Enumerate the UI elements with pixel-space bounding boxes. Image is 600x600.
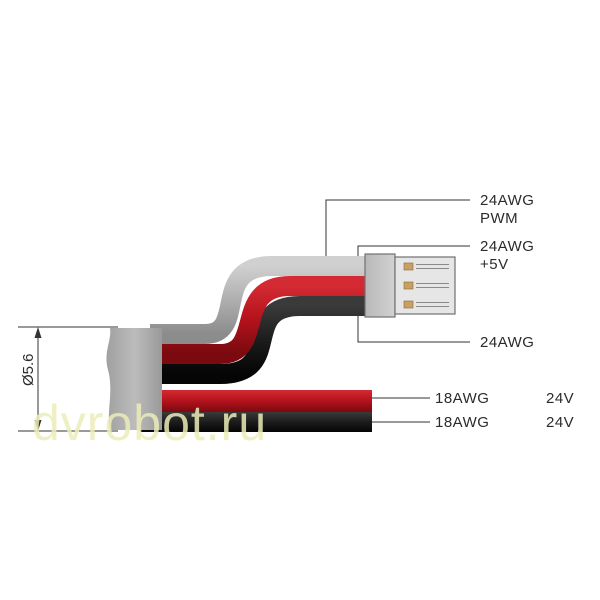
grey-signal-wire: [150, 256, 372, 344]
connector-housing: [364, 253, 396, 318]
dimension-arrow-bottom: [34, 420, 42, 431]
connector-pin-2: [403, 281, 449, 290]
watermark: dvrobot.ru: [32, 395, 267, 451]
label-gnd-gauge: 24AWG: [480, 334, 534, 351]
label-power-red-gauge: 18AWG: [435, 390, 489, 407]
dimension-marker: [18, 326, 118, 432]
label-5v-signal: +5V: [480, 256, 509, 273]
red-signal-wire: [150, 276, 372, 364]
label-pwm-signal: PWM: [480, 210, 518, 227]
leader-5v: [357, 245, 470, 258]
connector-pin-1: [403, 262, 449, 271]
black-signal-wire: [150, 296, 372, 384]
label-power-red-voltage: 24V: [546, 390, 574, 407]
leader-gnd: [357, 315, 470, 343]
connector-pin-3: [403, 300, 449, 309]
connector: [364, 253, 456, 318]
leader-pwm: [325, 199, 470, 256]
dimension-label: Ø5.6: [20, 353, 37, 386]
signal-wires: [150, 256, 372, 384]
label-power-black-voltage: 24V: [546, 414, 574, 431]
cable-sheath: [106, 328, 162, 430]
label-pwm-gauge: 24AWG: [480, 192, 534, 209]
leader-lines: [325, 199, 470, 423]
label-5v-gauge: 24AWG: [480, 238, 534, 255]
power-wire-black: [140, 412, 372, 432]
power-wire-red: [140, 390, 372, 412]
label-power-black-gauge: 18AWG: [435, 414, 489, 431]
dimension-arrow-top: [34, 327, 42, 338]
